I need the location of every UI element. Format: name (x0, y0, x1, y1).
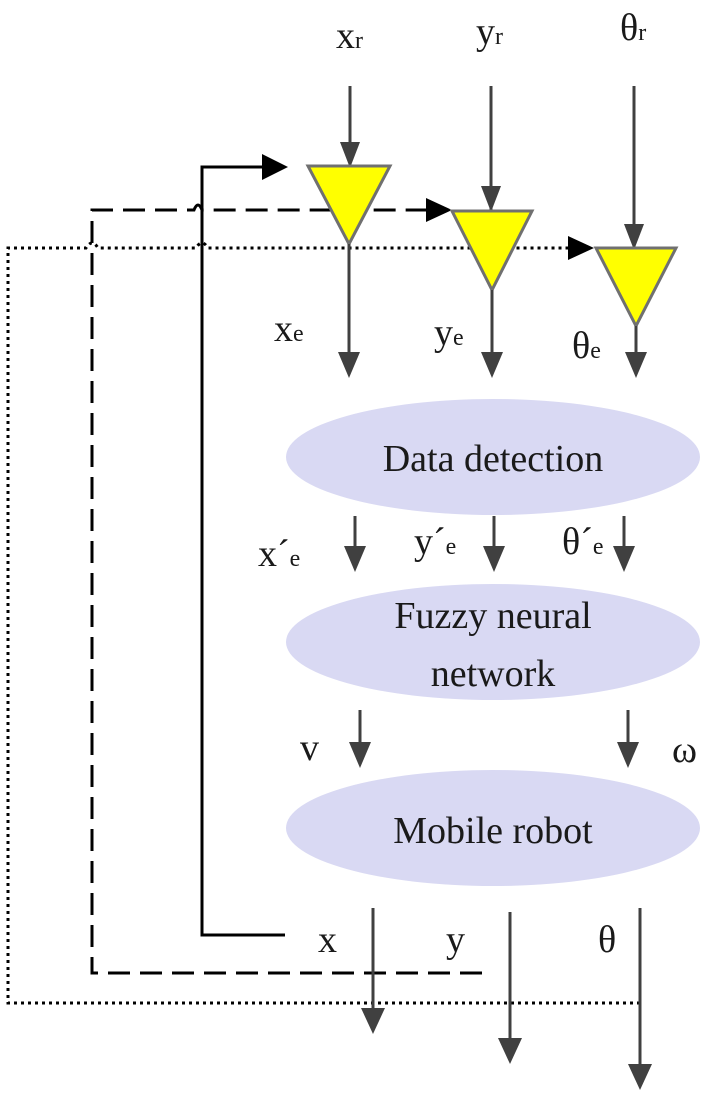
control-label-v: v (300, 727, 319, 769)
output-label-theta: θ (598, 919, 616, 961)
detected-arrowhead-theta (613, 546, 635, 572)
error-label-x: xe (274, 308, 304, 350)
feedback-arrowhead-y (426, 198, 452, 222)
detected-label-y: y´e (414, 521, 456, 563)
feedback-line-y (90, 203, 482, 975)
feedback-line-theta (6, 241, 640, 1005)
mobile-robot-node (286, 770, 700, 886)
output-label-y: y (446, 919, 465, 961)
error-arrowhead-x (338, 352, 360, 378)
detected-label-theta: θ´e (562, 521, 604, 563)
input-arrowhead-y (481, 186, 501, 212)
summing-junction-y (449, 209, 535, 294)
output-arrowhead-x (361, 1008, 385, 1034)
output-arrowhead-theta (628, 1064, 652, 1090)
input-label-theta: θr (620, 7, 646, 49)
output-arrowhead-y (498, 1038, 522, 1064)
detected-label-x: x´e (258, 533, 300, 575)
error-label-theta: θe (572, 325, 601, 367)
mobile-robot-label: Mobile robot (393, 810, 593, 852)
data-detection-node (286, 399, 700, 515)
control-label-omega: ω (672, 729, 697, 771)
detected-arrowhead-y (483, 546, 505, 572)
feedback-line-x (200, 165, 285, 937)
data-detection-label: Data detection (383, 438, 604, 480)
input-label-y: yr (476, 11, 503, 53)
fuzzy-neural-network-label-line1: Fuzzy neural (394, 595, 591, 637)
fuzzy-neural-network-label-line2: network (431, 653, 556, 695)
feedback-arrowhead-x (262, 154, 288, 180)
control-arrowhead-omega (617, 742, 639, 768)
output-label-x: x (318, 919, 337, 961)
error-arrowhead-y (481, 352, 503, 378)
error-label-y: ye (434, 312, 464, 354)
detected-arrowhead-x (344, 546, 366, 572)
fuzzy-neural-network-node (286, 584, 700, 700)
error-arrowhead-theta (625, 352, 647, 378)
feedback-arrowhead-theta (568, 236, 594, 260)
summing-junction-theta (593, 246, 679, 330)
control-arrowhead-v (349, 742, 371, 768)
input-label-x: xr (336, 15, 363, 57)
input-arrowhead-theta (624, 224, 644, 250)
input-arrowhead-x (340, 142, 360, 168)
summing-junction-x (305, 164, 393, 248)
